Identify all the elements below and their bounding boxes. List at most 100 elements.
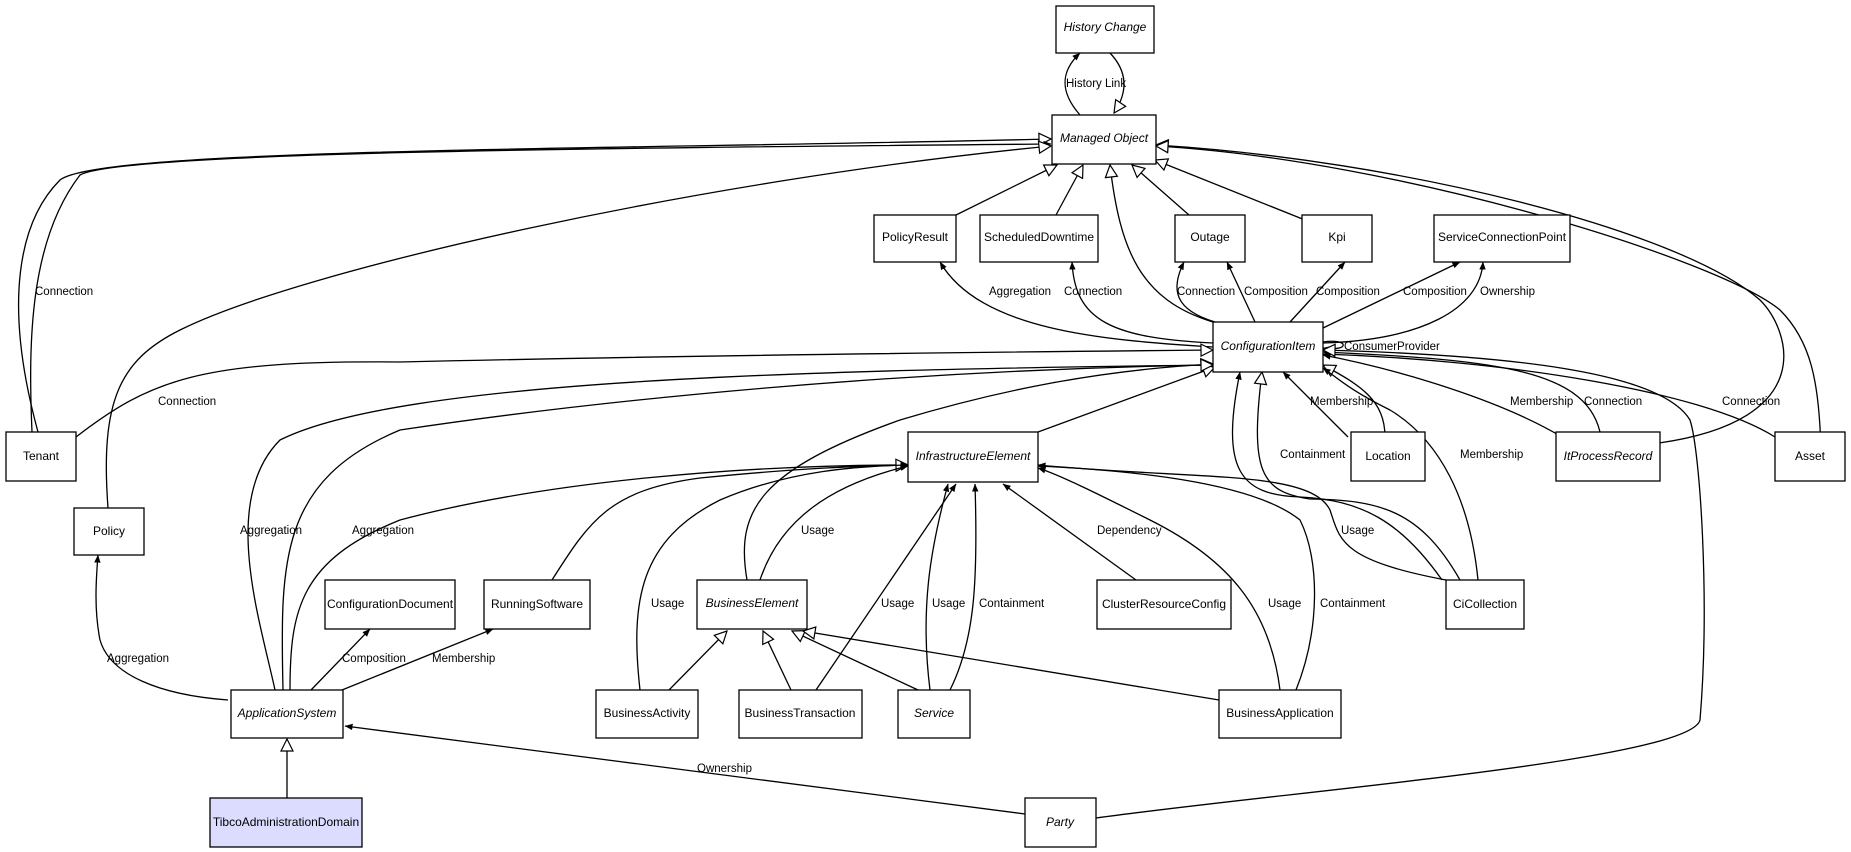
class-configuration-item[interactable]: ConfigurationItem	[1212, 321, 1324, 373]
edge-label-businessactivity-usage-ie: Usage	[651, 598, 684, 610]
edge-tenant-connection-mo: Connection	[18, 139, 1051, 433]
class-label: Kpi	[1328, 230, 1345, 244]
class-service-connection-point[interactable]: ServiceConnectionPoint	[1433, 214, 1571, 263]
edge-appsys-aggregation-ci: Aggregation	[240, 361, 1214, 691]
edge-label-businesstransaction-usage-ie: Usage	[881, 598, 914, 610]
class-label: BusinessApplication	[1226, 706, 1333, 720]
class-label: BusinessActivity	[604, 706, 691, 720]
class-label: TibcoAdministrationDomain	[213, 815, 359, 829]
edge-asset-connection-ci: Connection	[1322, 351, 1780, 438]
edge-label-cicollection-containment-ci: Containment	[1280, 449, 1346, 461]
class-label: ClusterResourceConfig	[1102, 597, 1226, 611]
class-label: BusinessTransaction	[745, 706, 856, 720]
edge-appsys-composition-configdoc: Composition	[310, 628, 406, 691]
class-infrastructure-element[interactable]: InfrastructureElement	[907, 431, 1039, 483]
edge-label-ci-aggregation-policyresult: Aggregation	[989, 286, 1051, 298]
class-label: ItProcessRecord	[1564, 449, 1653, 463]
edge-label-ci-composition-scp: Composition	[1403, 286, 1467, 298]
class-label: Party	[1046, 815, 1075, 829]
edge-tenant-connection-ci: Connection	[75, 350, 1213, 438]
edge-label-asset-connection-ci: Connection	[1722, 396, 1780, 408]
class-service[interactable]: Service	[897, 689, 971, 739]
edge-ci-composition-scp: Composition	[1322, 261, 1467, 329]
edge-location-membership-ci: Membership	[1282, 365, 1386, 438]
edge-ci-composition-kpi: Composition	[1289, 261, 1380, 323]
edge-label-service-usage-ie: Usage	[932, 598, 965, 610]
edge-scheduleddowntime-inherits	[1055, 165, 1083, 216]
edge-cicollection-containment-ci: Containment	[1232, 372, 1461, 581]
class-business-transaction[interactable]: BusinessTransaction	[738, 689, 863, 739]
class-label: Outage	[1190, 230, 1230, 244]
class-tenant[interactable]: Tenant	[5, 431, 77, 482]
class-running-software[interactable]: RunningSoftware	[483, 579, 591, 630]
edge-history-change-inherits	[1109, 52, 1124, 113]
edge-itpr-membership-ci: Membership	[1322, 353, 1573, 438]
class-label: Service	[914, 706, 954, 720]
class-application-system[interactable]: ApplicationSystem	[230, 689, 344, 739]
edge-businessactivity-inherits	[668, 631, 727, 691]
class-label: ApplicationSystem	[237, 706, 337, 720]
class-asset[interactable]: Asset	[1774, 431, 1846, 482]
class-location[interactable]: Location	[1350, 431, 1426, 482]
edge-businesstransaction-usage-ie: Usage	[815, 483, 957, 691]
class-label: PolicyResult	[882, 230, 949, 244]
class-party[interactable]: Party	[1024, 797, 1097, 848]
class-tibco-administration-domain[interactable]: TibcoAdministrationDomain	[209, 797, 363, 848]
edge-appsys-aggregation-policy: Aggregation	[94, 554, 229, 701]
edge-businessapp-usage-ie: Usage	[1037, 467, 1301, 691]
edge-cicollection-usage-ie: Usage	[1037, 462, 1447, 581]
class-ci-collection[interactable]: CiCollection	[1445, 579, 1525, 630]
edge-businessapp-containment-ie: Containment	[1037, 463, 1386, 691]
edge-service-inherits	[792, 631, 919, 691]
class-label: Asset	[1795, 449, 1826, 463]
edge-label-ci-ownership-scp: Ownership	[1480, 286, 1535, 298]
class-label: Location	[1365, 449, 1410, 463]
edge-itpr-connection-ci: Connection	[1322, 349, 1642, 438]
class-label: BusinessElement	[706, 596, 799, 610]
class-scheduled-downtime[interactable]: ScheduledDowntime	[979, 214, 1099, 263]
edge-service-usage-ie: Usage	[925, 483, 965, 691]
edge-asset-inherits	[1156, 146, 1822, 458]
edge-label-appsys-composition-configdoc: Composition	[342, 653, 406, 665]
edge-label-service-containment-ie: Containment	[979, 598, 1045, 610]
edge-label-history-link: History Link	[1066, 78, 1126, 90]
edge-history-link: History Link	[1064, 52, 1126, 116]
class-label: Policy	[93, 524, 125, 538]
edge-label-itpr-connection-ci: Connection	[1584, 396, 1642, 408]
edge-label-location-membership-ci: Membership	[1310, 396, 1373, 408]
edge-ci-connection-outage: Connection	[1176, 261, 1235, 323]
edge-appsys-membership-runningsoftware: Membership	[341, 628, 495, 691]
edge-ci-connection-scheduleddowntime: Connection	[1064, 261, 1214, 344]
edge-kpi-inherits	[1155, 160, 1306, 221]
edge-businesselement-inherits	[743, 364, 1213, 581]
class-business-element[interactable]: BusinessElement	[696, 579, 808, 630]
edge-infrastructureelement-inherits	[1037, 367, 1215, 433]
class-managed-object[interactable]: Managed Object	[1051, 114, 1157, 165]
class-it-process-record[interactable]: ItProcessRecord	[1555, 431, 1661, 482]
class-label: InfrastructureElement	[916, 449, 1031, 463]
class-outage[interactable]: Outage	[1174, 214, 1246, 263]
edge-label-ci-consumer-provider: ConsumerProvider	[1344, 341, 1440, 353]
edge-label-appsys-aggregation-policy: Aggregation	[107, 653, 169, 665]
edge-configurationitem-inherits	[1110, 165, 1214, 323]
class-policy[interactable]: Policy	[73, 507, 145, 556]
edge-cluster-dependency-ie: Dependency	[1002, 483, 1162, 581]
class-policy-result[interactable]: PolicyResult	[873, 214, 957, 263]
edge-businesstransaction-inherits	[763, 631, 792, 691]
class-kpi[interactable]: Kpi	[1301, 214, 1373, 263]
class-configuration-document[interactable]: ConfigurationDocument	[324, 579, 456, 630]
edge-label-businesselement-usage-ie: Usage	[801, 525, 834, 537]
class-label: History Change	[1064, 20, 1147, 34]
class-business-application[interactable]: BusinessApplication	[1218, 689, 1342, 739]
edge-outage-inherits	[1132, 165, 1190, 216]
class-label: ServiceConnectionPoint	[1438, 230, 1567, 244]
edge-label-ci-composition-outage: Composition	[1244, 286, 1308, 298]
edge-label-ci-composition-kpi: Composition	[1316, 286, 1380, 298]
class-label: CiCollection	[1453, 597, 1517, 611]
edge-ci-composition-outage: Composition	[1226, 261, 1308, 323]
class-business-activity[interactable]: BusinessActivity	[595, 689, 699, 739]
class-cluster-resource-config[interactable]: ClusterResourceConfig	[1096, 579, 1232, 630]
class-history-change[interactable]: History Change	[1055, 5, 1155, 54]
edge-ci-aggregation-policyresult: Aggregation	[939, 261, 1214, 348]
